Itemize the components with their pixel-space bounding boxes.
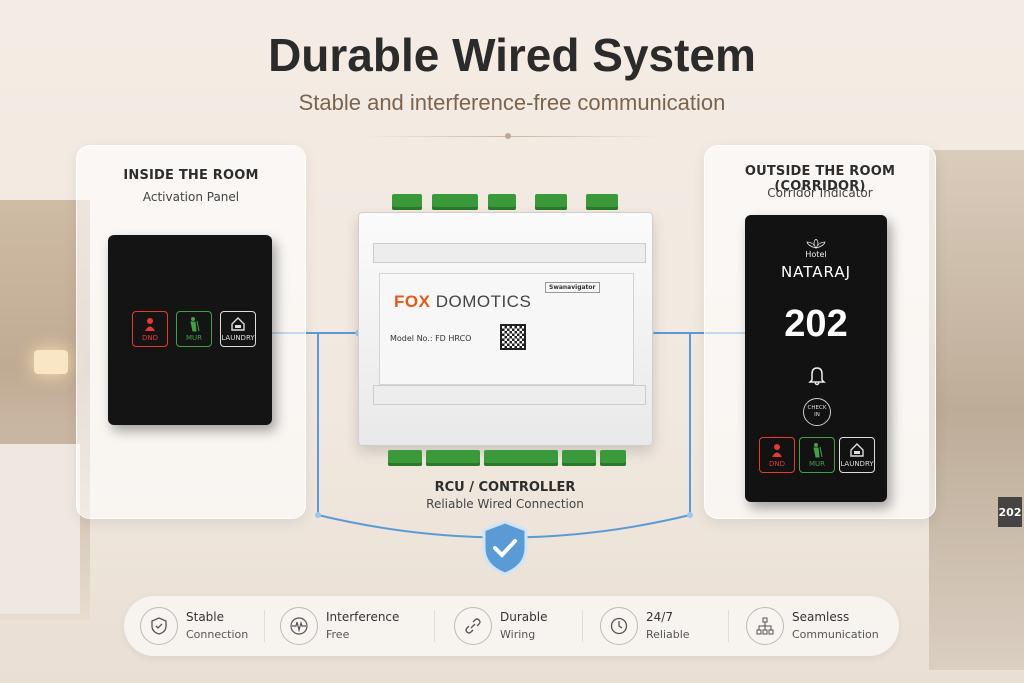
laundry-icon (231, 317, 245, 331)
button-label: LAUNDRY (221, 334, 255, 342)
person-icon (772, 444, 782, 457)
feature-title: Durable (500, 610, 548, 624)
dnd-button[interactable]: DND (132, 311, 168, 347)
page-title: Durable Wired System (268, 29, 756, 81)
controller-caption: RCU / CONTROLLER (434, 480, 576, 495)
button-label: DND (768, 460, 786, 468)
cleaning-icon (813, 443, 823, 458)
clock-icon (600, 607, 638, 645)
divider (582, 610, 583, 642)
button-label: DND (141, 334, 159, 342)
corridor-background: 202 (929, 150, 1024, 670)
button-label: MUR (185, 334, 203, 342)
feature-title: 24/7 (646, 610, 673, 624)
feature-subtitle: Communication (792, 628, 879, 641)
divider (728, 610, 729, 642)
cleaning-icon (190, 317, 200, 332)
terminal-block (600, 450, 626, 466)
person-icon (145, 318, 155, 331)
feature-subtitle: Connection (186, 628, 249, 641)
feature-subtitle: Reliable (646, 628, 690, 641)
brand-prefix: FOX (394, 292, 431, 311)
divider (362, 136, 662, 137)
brand-logo: FOX DOMOTICS (394, 292, 531, 312)
room-number: 202 (784, 303, 848, 345)
shield-icon (140, 607, 178, 645)
card-subtitle: Corridor Indicator (767, 186, 873, 200)
badge: Swanavigator (545, 282, 600, 293)
wire-node (315, 512, 321, 518)
feature-title: Seamless (792, 610, 850, 624)
network-icon (746, 607, 784, 645)
terminal-label-row (373, 385, 646, 405)
qr-code (500, 324, 526, 350)
waveform-icon (280, 607, 318, 645)
terminal-block (488, 194, 516, 210)
feature-title: Stable (186, 610, 225, 624)
terminal-block (392, 194, 422, 210)
activation-panel: DND MUR LAUNDRY (108, 235, 272, 425)
divider (434, 610, 435, 642)
room-plate: 202 (998, 497, 1022, 527)
model-number: Model No.: FD HRCO (390, 334, 472, 343)
link-icon (454, 607, 492, 645)
dnd-indicator: DND (759, 437, 795, 473)
bed-image (0, 430, 80, 614)
terminal-block (586, 194, 618, 210)
laundry-icon (850, 443, 864, 457)
terminal-block (562, 450, 596, 466)
shield-check-icon (482, 520, 528, 576)
card-subtitle: Activation Panel (142, 190, 240, 204)
wire-node (687, 512, 693, 518)
brand-name: DOMOTICS (435, 292, 532, 311)
laundry-indicator: LAUNDRY (839, 437, 875, 473)
divider (264, 610, 265, 642)
feature-subtitle: Free (326, 628, 350, 641)
rcu-controller: FOX DOMOTICS Model No.: FD HRCO Swanavig… (358, 212, 653, 446)
terminal-block (484, 450, 558, 466)
mur-button[interactable]: MUR (176, 311, 212, 347)
controller-subcaption: Reliable Wired Connection (426, 497, 584, 511)
controller-label-plate: FOX DOMOTICS Model No.: FD HRCO Swanavig… (379, 273, 634, 385)
terminal-block (388, 450, 422, 466)
terminal-block (535, 194, 567, 210)
mur-indicator: MUR (799, 437, 835, 473)
terminal-label-row (373, 243, 646, 263)
card-title: OUTSIDE THE ROOM (CORRIDOR) (744, 164, 896, 194)
corridor-indicator: Hotel NATARAJ 202 CHECK IN DND MUR LAUND… (745, 215, 887, 502)
bell-icon (808, 367, 826, 386)
lotus-logo-icon (806, 239, 826, 249)
feature-title: Interference (326, 610, 400, 624)
terminal-block (426, 450, 480, 466)
divider-dot (505, 133, 511, 139)
feature-subtitle: Wiring (500, 628, 536, 641)
page-subtitle: Stable and interference-free communicati… (298, 90, 726, 115)
lamp-image (34, 350, 68, 374)
card-title: INSIDE THE ROOM (123, 168, 259, 183)
button-label: LAUNDRY (840, 460, 874, 468)
check-in-indicator[interactable]: CHECK IN (803, 398, 831, 426)
terminal-block (432, 194, 478, 210)
hotel-name: NATARAJ (780, 263, 852, 281)
hotel-prefix: Hotel (805, 250, 827, 259)
laundry-button[interactable]: LAUNDRY (220, 311, 256, 347)
button-label: MUR (808, 460, 826, 468)
